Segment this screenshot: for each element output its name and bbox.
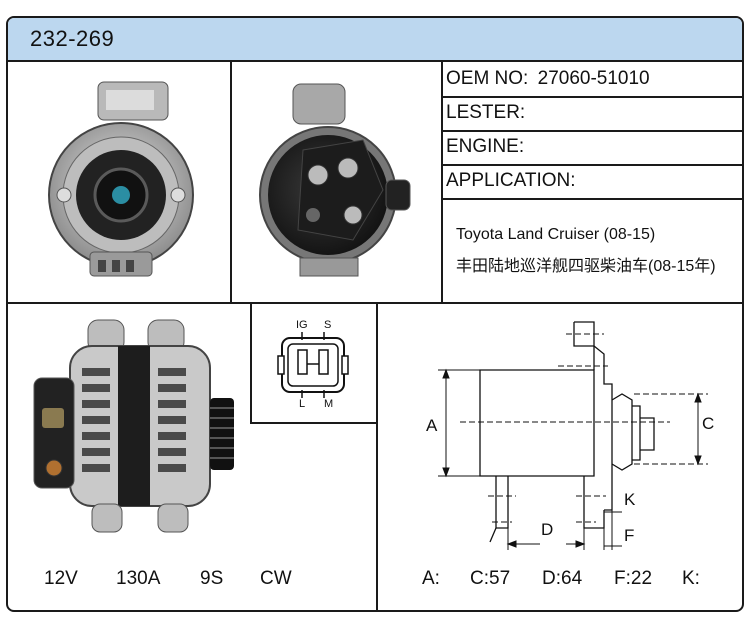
application-en: Toyota Land Cruiser (08-15)	[456, 226, 656, 243]
oem-label: OEM NO:	[446, 68, 529, 89]
divider-row-application	[441, 198, 742, 200]
dim-f: F:22	[614, 568, 652, 590]
divider-row-lester	[441, 130, 742, 132]
oem-value: 27060-51010	[537, 68, 650, 89]
drawing-label-k: K	[624, 490, 636, 509]
divider-bottom-right	[376, 302, 378, 610]
divider-connector-bottom	[250, 422, 378, 424]
lester-label: LESTER:	[446, 102, 526, 123]
dim-c-value: 57	[489, 568, 511, 589]
drawing-label-a: A	[426, 416, 438, 435]
drawing-label-f: F	[624, 526, 635, 545]
dim-d-label: D:	[542, 568, 561, 589]
dim-a-label: A:	[422, 568, 440, 589]
divider-top-left	[230, 62, 232, 302]
dim-d: D:64	[542, 568, 582, 590]
dim-f-label: F:	[614, 568, 631, 589]
dim-f-value: 22	[630, 568, 653, 589]
connector-pin-l: L	[299, 398, 306, 410]
engine-label: ENGINE:	[446, 136, 525, 157]
drawing-label-c: C	[702, 414, 715, 433]
lester-row: LESTER:	[446, 102, 525, 124]
divider-bottom-left	[250, 302, 252, 423]
spec-amperage: 130A	[116, 568, 161, 589]
oem-row: OEM NO: 27060-51010	[446, 68, 650, 90]
application-label: APPLICATION:	[446, 170, 576, 191]
application-cn: 丰田陆地巡洋舰四驱柴油车(08-15年)	[456, 258, 716, 275]
spec-pulley: 9S	[200, 568, 224, 589]
divider-row-oem	[441, 96, 742, 98]
dimension-drawing	[438, 321, 708, 550]
alternator-rear-photo	[259, 83, 411, 277]
dim-k-label: K:	[682, 568, 700, 589]
connector-pin-s: S	[324, 319, 332, 331]
dim-k: K:	[682, 568, 700, 590]
header-bar: 232-269	[8, 18, 742, 62]
dim-a: A:	[422, 568, 440, 590]
part-number: 232-269	[30, 26, 115, 51]
alternator-side-photo	[33, 319, 234, 533]
alternator-front-photo	[48, 81, 194, 277]
connector-plug-diagram	[277, 332, 349, 398]
divider-middle	[8, 302, 742, 304]
divider-row-engine	[441, 164, 742, 166]
spec-sheet: 232-269 OEM NO: 27060-51010 LESTER: ENGI…	[6, 16, 744, 612]
spec-rotation: CW	[260, 568, 292, 589]
dim-c-label: C:	[470, 568, 489, 589]
dim-c: C:57	[470, 568, 510, 590]
connector-pin-m: M	[324, 398, 334, 410]
spec-voltage: 12V	[44, 568, 78, 589]
drawing-label-d: D	[541, 520, 554, 539]
engine-row: ENGINE:	[446, 136, 524, 158]
connector-pin-ig: IG	[296, 319, 308, 331]
application-row: APPLICATION:	[446, 170, 576, 192]
divider-top-right	[441, 62, 443, 302]
dim-d-value: 64	[561, 568, 583, 589]
